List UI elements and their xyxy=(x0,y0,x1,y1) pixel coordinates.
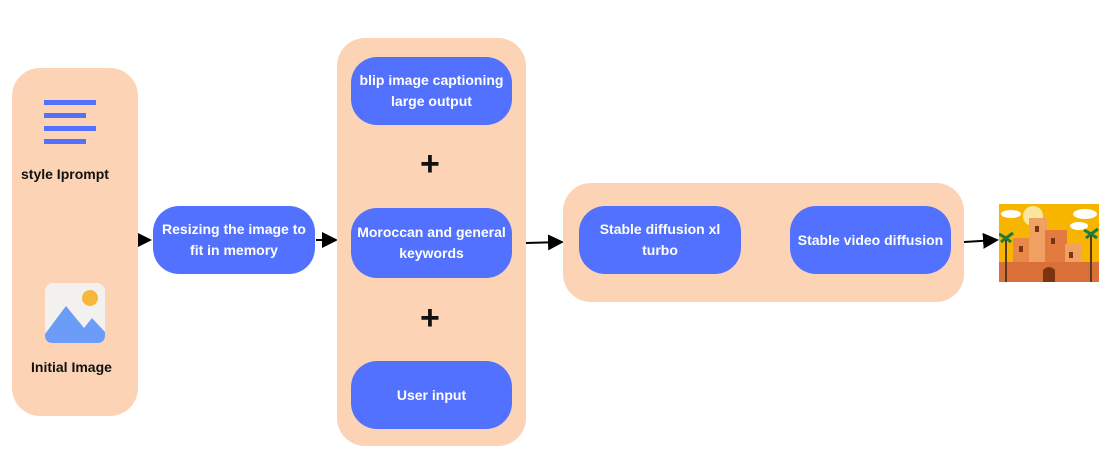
moroccan-kasbah-illustration xyxy=(998,204,1099,282)
arrow-models-to-output xyxy=(963,232,999,249)
arrow-prompts-to-models xyxy=(525,234,564,251)
resize-node: Resizing the image to fit in memory xyxy=(153,206,315,274)
prompt-label: style Iprompt xyxy=(21,166,109,182)
plus-symbol: + xyxy=(420,145,440,183)
svd-node: Stable video diffusion xyxy=(790,206,951,274)
blip-caption-node: blip image captioning large output xyxy=(351,57,512,125)
text-lines-icon xyxy=(44,100,98,148)
sdxl-turbo-node: Stable diffusion xl turbo xyxy=(579,206,741,274)
image-placeholder-icon xyxy=(44,282,106,344)
plus-symbol: + xyxy=(420,299,440,337)
user-input-node: User input xyxy=(351,361,512,429)
keywords-node: Moroccan and general keywords xyxy=(351,208,512,278)
image-label: Initial Image xyxy=(31,359,112,375)
